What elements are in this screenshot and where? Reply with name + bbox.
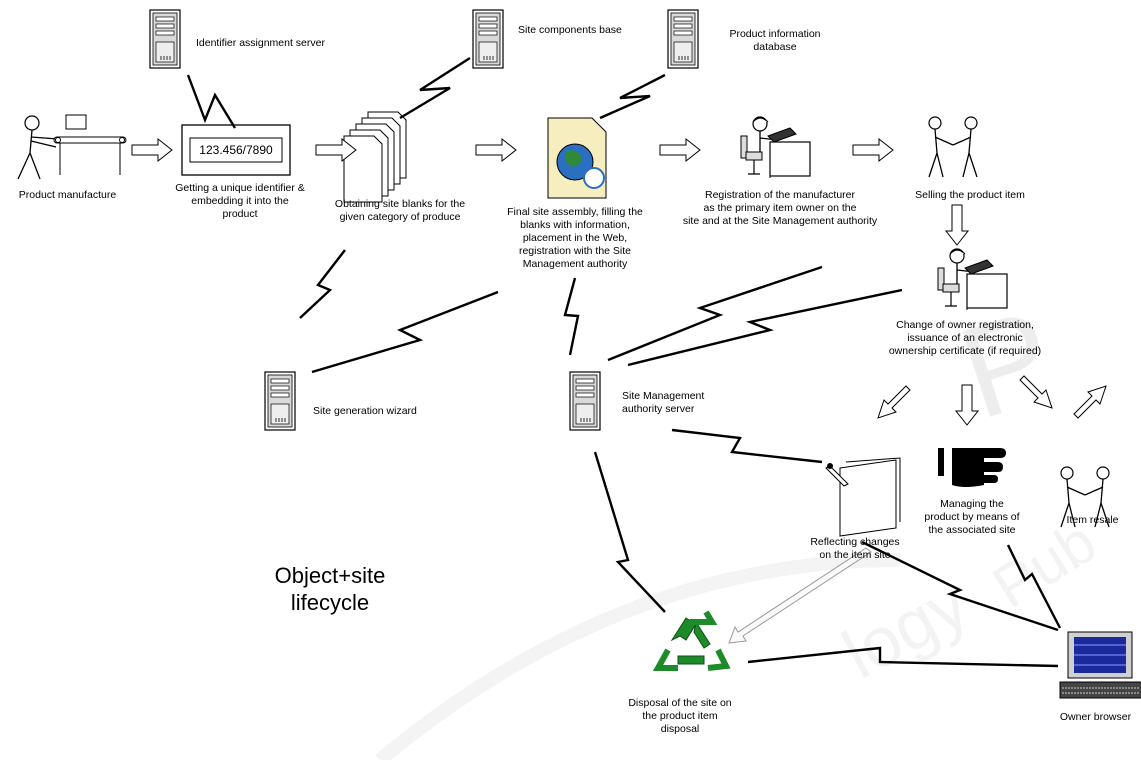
label-unique-identifier: Getting a unique identifier & embedding … [175, 182, 305, 220]
notepad-icon [825, 457, 901, 537]
selling-people-icon [928, 116, 978, 178]
recycle-icon [652, 610, 731, 671]
arrow-2 [315, 137, 357, 163]
site-blanks-icon [343, 111, 407, 203]
label-selling-item: Selling the product item [915, 189, 1025, 201]
label-site-generation-wizard: Site generation wizard [313, 405, 417, 417]
arrow-4 [659, 137, 701, 163]
label-final-assembly: Final site assembly, filling the blanks … [507, 206, 643, 270]
product-db-server-icon [667, 9, 699, 69]
arrow-5 [852, 137, 894, 163]
label-item-resale: Item resale [1066, 514, 1119, 526]
label-reflecting-changes: Reflecting changes on the item site [810, 536, 900, 561]
label-product-info-db: Product information database [729, 28, 821, 53]
identifier-server-icon [149, 9, 181, 69]
arrow-11 [728, 547, 872, 644]
manufacture-icon [17, 114, 127, 180]
arrow-1 [131, 137, 173, 163]
label-registration-manufacturer: Registration of the manufacturer as the … [682, 189, 878, 227]
label-site-management-server: Site Management authority server [622, 390, 705, 415]
lightning-links [186, 56, 1062, 668]
identifier-box [181, 124, 291, 176]
site-management-server-icon [569, 371, 601, 431]
label-site-blanks: Obtaining site blanks for the given cate… [334, 198, 466, 223]
owner-computer-icon [1059, 631, 1141, 699]
arrow-6 [944, 204, 970, 246]
flow-arrows [131, 137, 1107, 644]
arrow-8 [877, 385, 911, 419]
label-product-manufacture: Product manufacture [18, 189, 117, 201]
label-change-owner: Change of owner registration, issuance o… [888, 319, 1042, 357]
svg-text:logy: logy [830, 564, 980, 693]
registration-desk-icon [740, 116, 811, 179]
label-site-components-base: Site components base [518, 24, 622, 36]
certificate-icon [547, 117, 607, 199]
arrow-7 [954, 384, 980, 426]
arrow-3 [475, 137, 517, 163]
wizard-server-icon [264, 371, 296, 431]
label-identifier-server: Identifier assignment server [196, 37, 325, 49]
label-disposal: Disposal of the site on the product item… [628, 697, 732, 735]
identifier-value: 123.456/7890 [199, 143, 273, 157]
pointing-hand-icon [938, 448, 1006, 487]
diagram-title: Object+site lifecycle [274, 563, 386, 615]
label-managing-product: Managing the product by means of the ass… [924, 498, 1020, 536]
site-components-server-icon [472, 9, 504, 69]
arrow-9 [1019, 375, 1053, 409]
arrow-10 [1073, 385, 1107, 419]
change-owner-desk-icon [937, 248, 1008, 311]
label-owner-browser: Owner browser [1059, 711, 1132, 723]
